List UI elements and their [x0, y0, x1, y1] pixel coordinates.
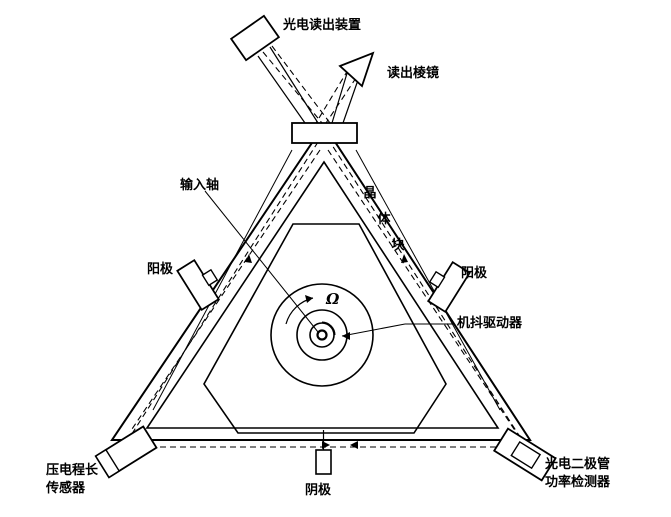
photo-readout-device — [229, 14, 281, 62]
readout-prism — [338, 51, 375, 88]
crystal-block-frame — [110, 123, 532, 441]
beam-arrows — [245, 254, 408, 449]
central-hexagon — [203, 223, 447, 434]
label-anode-left: 阳极 — [147, 262, 174, 277]
crystal-block-inner-edge — [145, 160, 500, 429]
photodiode-detector — [492, 427, 557, 482]
label-photodiode-line2: 功率检测器 — [545, 475, 611, 490]
label-piezo-line2: 传感器 — [46, 481, 86, 496]
leader-lines — [204, 190, 455, 340]
anode-left-electrode — [176, 258, 220, 312]
label-crystal-block-3: 块 — [391, 238, 405, 253]
label-input-axis: 输入轴 — [180, 178, 220, 193]
anode-right-electrode — [427, 260, 471, 314]
dither-driver — [270, 283, 374, 387]
label-photo-readout: 光电读出装置 — [283, 18, 362, 33]
readout-mirror — [291, 122, 358, 144]
label-photodiode-line1: 光电二极管 — [545, 457, 611, 472]
crystal-block-outer-edge — [110, 123, 532, 441]
label-crystal-block-1: 晶 — [363, 186, 377, 201]
label-anode-right: 阳极 — [461, 266, 488, 281]
readout-beams — [262, 45, 357, 124]
label-readout-prism: 读出棱镜 — [387, 66, 440, 81]
label-cathode: 阴极 — [305, 483, 332, 498]
cathode-electrode — [315, 430, 332, 475]
laser-beam-left — [126, 141, 524, 441]
label-dither-driver: 机抖驱动器 — [457, 316, 523, 331]
readout-beams-solid — [257, 46, 359, 124]
piezo-sensor — [94, 425, 158, 479]
label-crystal-block-2: 体 — [377, 212, 391, 227]
label-omega: Ω — [326, 290, 340, 308]
label-piezo-line1: 压电程长 — [46, 463, 99, 478]
